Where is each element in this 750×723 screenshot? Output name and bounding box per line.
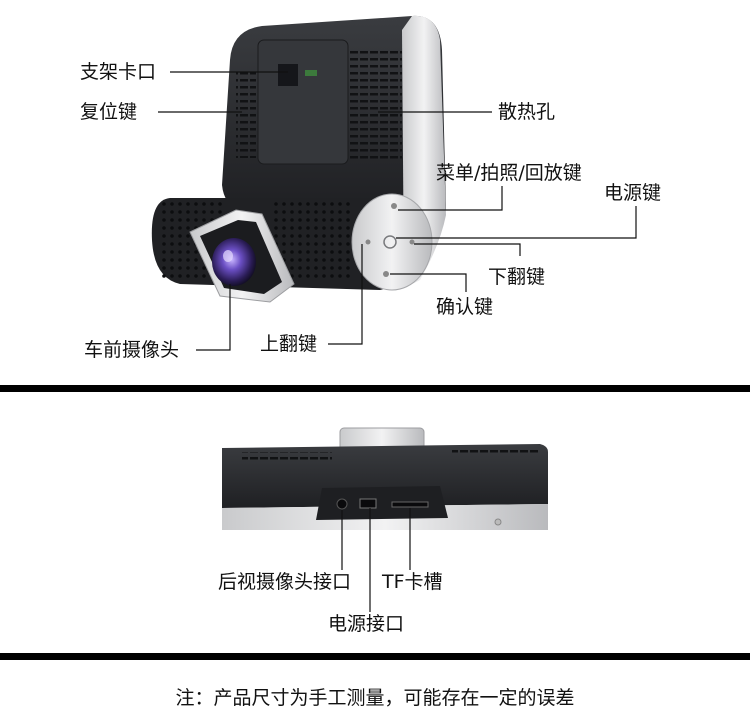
top-leader-lines [158, 71, 637, 351]
section-divider-top [0, 385, 750, 392]
label-heat-vents: 散热孔 [498, 101, 556, 123]
down-button[interactable] [409, 239, 415, 245]
bracket-panel [257, 39, 349, 165]
label-up-key: 上翻键 [260, 333, 318, 355]
bracket-slot-hole [278, 64, 298, 86]
label-bracket-slot: 支架卡口 [80, 61, 157, 83]
bottom-leader-lines [341, 508, 411, 612]
power-button[interactable] [383, 235, 397, 249]
left-vent [236, 72, 256, 158]
leader-up-key [328, 244, 363, 345]
lens-highlight [223, 250, 233, 262]
rear-camera-port[interactable] [336, 498, 348, 510]
label-rear-camera-port: 后视摄像头接口 [218, 571, 352, 593]
label-down-key: 下翻键 [488, 266, 546, 288]
label-power-key: 电源键 [604, 182, 662, 204]
dashcam-back-view [151, 15, 446, 303]
section-divider-bottom [0, 653, 750, 660]
button-panel [351, 193, 433, 291]
leader-power-key [396, 206, 637, 239]
right-vent [350, 48, 402, 160]
label-menu-key: 菜单/拍照/回放键 [436, 162, 582, 184]
leader-down-key [414, 243, 521, 256]
footer-note: 注：产品尺寸为手工测量，可能存在一定的误差 [175, 687, 575, 709]
screw-hole [494, 518, 502, 526]
power-port[interactable] [359, 498, 377, 509]
dashcam-bottom-view [222, 427, 548, 530]
leader-front-camera [196, 284, 231, 351]
label-tf-slot: TF卡槽 [382, 571, 443, 593]
port-recess [316, 486, 448, 520]
bottom-vent-right [452, 448, 538, 456]
leader-menu-key [398, 186, 503, 211]
label-power-port: 电源接口 [328, 613, 405, 635]
front-camera-lens [212, 238, 256, 286]
bottom-vent-left [242, 452, 332, 460]
reset-key-indicator [305, 70, 317, 76]
menu-button[interactable] [391, 203, 397, 209]
ok-button[interactable] [383, 271, 389, 277]
tf-card-slot[interactable] [391, 501, 429, 508]
label-front-camera: 车前摄像头 [84, 339, 180, 361]
leader-ok-key [390, 273, 467, 292]
label-reset-key: 复位键 [80, 101, 138, 123]
label-ok-key: 确认键 [436, 296, 494, 318]
up-button[interactable] [365, 239, 371, 245]
